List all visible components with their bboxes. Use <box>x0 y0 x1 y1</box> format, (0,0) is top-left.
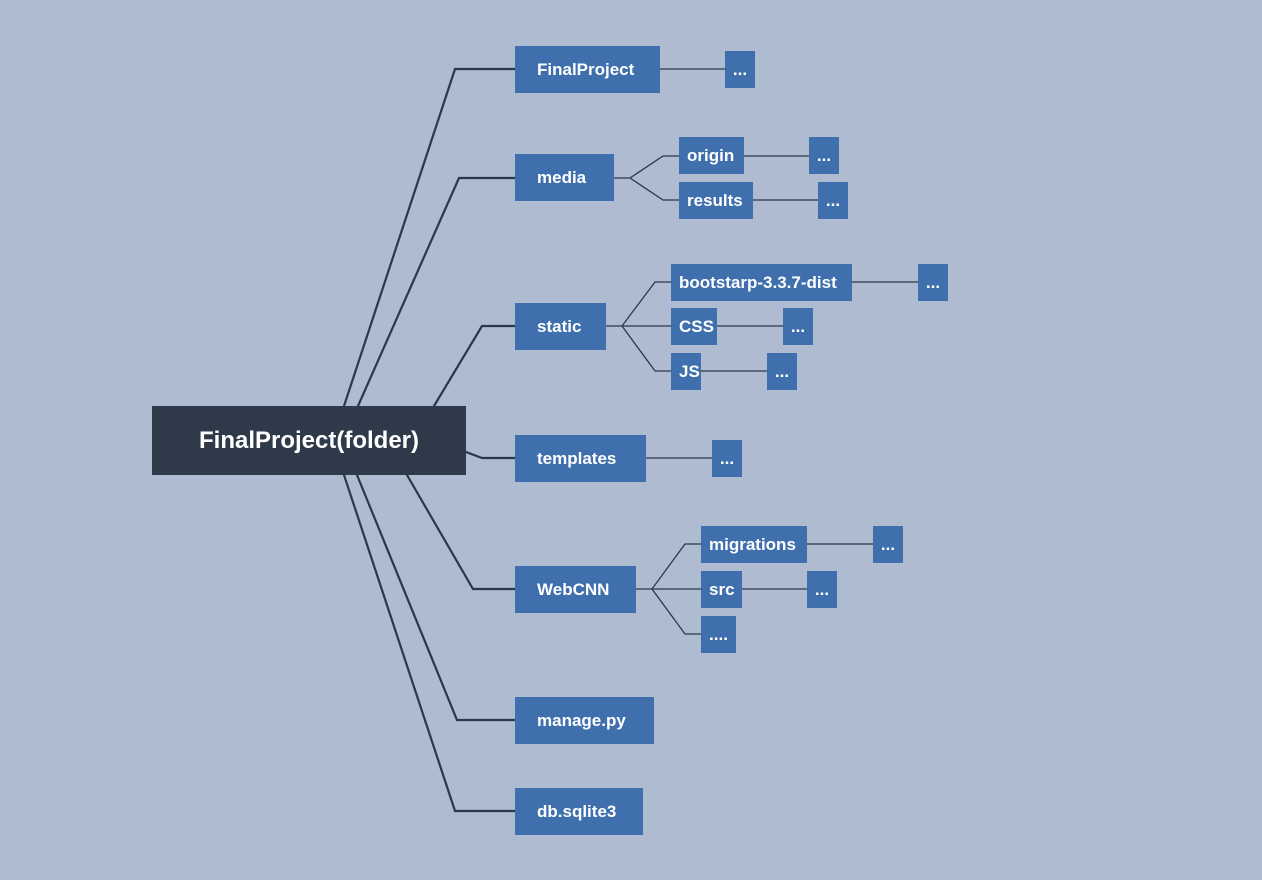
node-label: manage.py <box>537 710 626 730</box>
node-label: ... <box>774 361 790 381</box>
node-finalproject[interactable]: FinalProject <box>515 46 660 93</box>
node-label: ... <box>825 190 841 210</box>
node-results[interactable]: results <box>679 182 753 219</box>
link-webcnn-more <box>651 588 701 635</box>
node-label: ... <box>790 316 806 336</box>
link-root-static <box>432 324 517 408</box>
node-label: src <box>709 579 735 599</box>
node-label: ... <box>816 145 832 165</box>
node-js-ellipsis[interactable]: ... <box>767 353 797 390</box>
node-label: FinalProject <box>537 59 635 79</box>
node-origin-ellipsis[interactable]: ... <box>809 137 839 174</box>
node-label: ... <box>719 448 735 468</box>
node-label: migrations <box>709 534 796 554</box>
link-root-media <box>356 176 517 408</box>
node-webcnn[interactable]: WebCNN <box>515 566 636 613</box>
node-static[interactable]: static <box>515 303 606 350</box>
node-media[interactable]: media <box>515 154 614 201</box>
node-label: db.sqlite3 <box>537 801 617 821</box>
node-label: ... <box>925 272 941 292</box>
link-root-templates <box>464 450 517 460</box>
node-label: origin <box>687 145 735 165</box>
node-label: ... <box>880 534 896 554</box>
node-src-ellipsis[interactable]: ... <box>807 571 837 608</box>
node-migrations[interactable]: migrations <box>701 526 807 563</box>
node-migrations-ellipsis[interactable]: ... <box>873 526 903 563</box>
node-js[interactable]: JS <box>671 353 701 390</box>
node-results-ellipsis[interactable]: ... <box>818 182 848 219</box>
node-webcnn-ellipsis[interactable]: .... <box>701 616 736 653</box>
link-media-origin <box>614 155 679 179</box>
node-finalproject-ellipsis[interactable]: ... <box>725 51 755 88</box>
node-templates[interactable]: templates <box>515 435 646 482</box>
node-label: static <box>537 316 582 336</box>
link-root-db <box>342 473 517 813</box>
root-label: FinalProject(folder) <box>198 426 420 454</box>
node-templates-ellipsis[interactable]: ... <box>712 440 742 477</box>
node-label: CSS <box>679 316 714 336</box>
node-label: ... <box>814 579 830 599</box>
node-bootstrap[interactable]: bootstarp-3.3.7-dist <box>671 264 852 301</box>
node-src[interactable]: src <box>701 571 742 608</box>
link-media-results <box>629 177 679 201</box>
node-manage-py[interactable]: manage.py <box>515 697 654 744</box>
node-label: results <box>687 190 743 210</box>
node-label: media <box>537 167 587 187</box>
link-root-finalproject <box>342 67 517 408</box>
node-origin[interactable]: origin <box>679 137 744 174</box>
node-css-ellipsis[interactable]: ... <box>783 308 813 345</box>
node-label: JS <box>679 361 700 381</box>
node-label: .... <box>709 624 728 644</box>
node-label: templates <box>537 448 617 468</box>
root-node[interactable]: FinalProject(folder) <box>152 406 466 475</box>
node-label: WebCNN <box>537 579 610 599</box>
link-static-js <box>621 325 671 372</box>
node-db-sqlite3[interactable]: db.sqlite3 <box>515 788 643 835</box>
link-static-bootstrap <box>606 281 671 327</box>
link-root-webcnn <box>405 473 517 591</box>
link-root-manage <box>355 473 517 722</box>
link-webcnn-migrations <box>636 543 701 590</box>
node-css[interactable]: CSS <box>671 308 717 345</box>
node-label: ... <box>732 59 748 79</box>
node-label: bootstarp-3.3.7-dist <box>679 272 837 292</box>
node-bootstrap-ellipsis[interactable]: ... <box>918 264 948 301</box>
